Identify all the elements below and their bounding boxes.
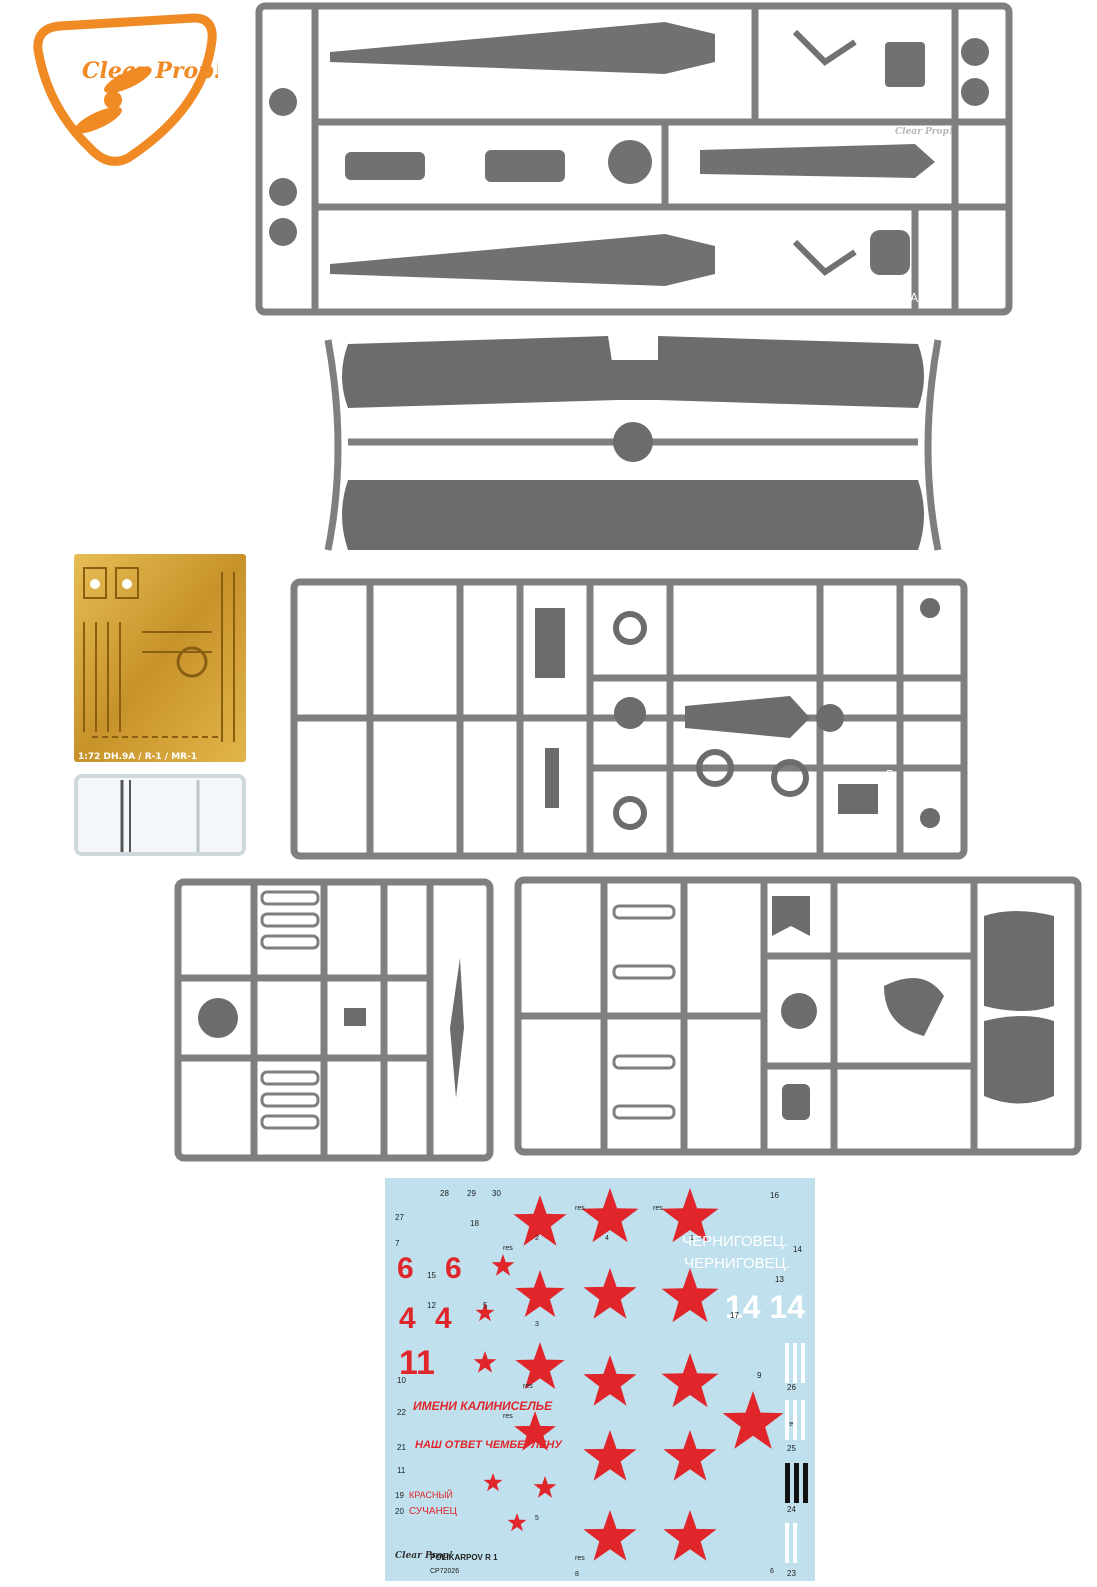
decal-num-18: 18 bbox=[470, 1219, 479, 1228]
etch-caption: 1:72 DH.9A / R-1 / MR-1 bbox=[78, 752, 197, 762]
decal-sheet: 28 29 30 27 18 7 15 12 5 10 22 21 11 19 … bbox=[385, 1178, 815, 1581]
white-text-chernigovets-1: ЧЕРНИГОВЕЦ. bbox=[682, 1233, 788, 1250]
clear-prop-logo: Clear Prop! bbox=[18, 8, 218, 168]
decal-num-17: 17 bbox=[730, 1311, 739, 1320]
decal-num-8: 8 bbox=[575, 1571, 579, 1578]
red-star-decal bbox=[473, 1351, 497, 1373]
decal-num-5: 5 bbox=[483, 1301, 488, 1310]
decal-brand: Clear Prop! bbox=[395, 1551, 453, 1561]
red-star-decal bbox=[533, 1476, 557, 1498]
red-star-decal bbox=[513, 1195, 567, 1246]
red-star-decal bbox=[583, 1268, 637, 1319]
red-star-decal bbox=[483, 1473, 503, 1492]
decal-num-26: 26 bbox=[787, 1383, 796, 1392]
white-numbers-14: 14 14 bbox=[725, 1289, 805, 1325]
decal-num-13: 13 bbox=[775, 1275, 784, 1284]
red-star-decal bbox=[663, 1510, 717, 1561]
red-star-decal bbox=[661, 1268, 719, 1323]
decal-num-23: 23 bbox=[787, 1569, 796, 1578]
decal-num-27: 27 bbox=[395, 1213, 404, 1222]
decal-num-3: 3 bbox=[535, 1321, 539, 1328]
res-label: res bbox=[503, 1413, 513, 1420]
red-number-11: 11 bbox=[399, 1344, 435, 1382]
clear-sprue bbox=[72, 772, 248, 858]
red-star-decal bbox=[491, 1254, 515, 1276]
decal-num-21: 21 bbox=[397, 1443, 406, 1452]
sprue-c: C bbox=[318, 330, 948, 560]
decal-code: CP72026 bbox=[430, 1568, 459, 1575]
decal-num-5b: 5 bbox=[535, 1515, 539, 1522]
sprue-e: E bbox=[514, 876, 1082, 1156]
red-number-6-left: 6 bbox=[397, 1252, 414, 1285]
decal-num-2: 2 bbox=[535, 1235, 539, 1242]
decal-num-10: 10 bbox=[397, 1376, 406, 1385]
sprue-label-d: D bbox=[886, 768, 894, 781]
red-star-decal bbox=[507, 1513, 527, 1532]
red-star-decal bbox=[581, 1188, 639, 1243]
decal-num-15: 15 bbox=[427, 1271, 436, 1280]
red-star-decal bbox=[661, 1353, 719, 1408]
res-label: res bbox=[523, 1383, 533, 1390]
red-star-decal bbox=[515, 1270, 565, 1317]
red-number-4-right: 4 bbox=[435, 1302, 452, 1335]
decal-num-1: 1 bbox=[690, 1235, 694, 1242]
logo-text: Clear Prop! bbox=[82, 58, 218, 84]
red-star-decal bbox=[515, 1342, 565, 1389]
red-star-decal bbox=[722, 1391, 784, 1449]
decal-model-name: POLIKARPOV R 1 bbox=[430, 1553, 498, 1562]
white-text-chernigovets-2: ЧЕРНИГОВЕЦ. bbox=[684, 1255, 790, 1272]
red-star-decal bbox=[663, 1430, 717, 1481]
res-label: res bbox=[575, 1205, 585, 1212]
decal-num-6: 6 bbox=[770, 1568, 774, 1575]
decal-num-28: 28 bbox=[440, 1189, 449, 1198]
decal-num-29: 29 bbox=[467, 1189, 476, 1198]
red-star-decal bbox=[583, 1510, 637, 1561]
decal-num-30: 30 bbox=[492, 1189, 501, 1198]
sprue-label-a: A bbox=[910, 291, 919, 305]
decal-num-9: 9 bbox=[757, 1371, 762, 1380]
slogan-imeni: ИМЕНИ КАЛИНИСЕЛЬЕ bbox=[413, 1399, 553, 1413]
res-label: res bbox=[653, 1205, 663, 1212]
decal-num-19: 19 bbox=[395, 1491, 404, 1500]
red-number-4-left: 4 bbox=[399, 1302, 416, 1335]
decal-num-11: 11 bbox=[397, 1466, 406, 1475]
sprue-label-e: E bbox=[982, 884, 989, 897]
decal-num-24: 24 bbox=[787, 1505, 796, 1514]
res-label: res bbox=[787, 1421, 797, 1428]
sprue-b: B bbox=[174, 878, 494, 1162]
sprue-label-b: B bbox=[412, 988, 420, 1001]
black-stripes bbox=[785, 1463, 808, 1503]
red-star-decal bbox=[583, 1430, 637, 1481]
decal-num-12: 12 bbox=[427, 1301, 436, 1310]
white-stripes bbox=[785, 1343, 805, 1563]
red-stars bbox=[473, 1188, 784, 1561]
res-label: res bbox=[575, 1555, 585, 1562]
decal-num-20: 20 bbox=[395, 1507, 404, 1516]
red-star-decal bbox=[514, 1411, 556, 1451]
sprue-label-c: C bbox=[758, 446, 766, 459]
sprue-d: D bbox=[290, 578, 970, 860]
decal-num-25: 25 bbox=[787, 1444, 796, 1453]
decal-num-7: 7 bbox=[395, 1239, 400, 1248]
red-star-decal bbox=[583, 1355, 637, 1406]
res-label: res bbox=[503, 1245, 513, 1252]
photo-etch-fret: 1:72 DH.9A / R-1 / MR-1 bbox=[72, 552, 248, 764]
text-krasny: КРАСНЫЙ bbox=[409, 1489, 453, 1500]
decal-num-22: 22 bbox=[397, 1408, 406, 1417]
red-number-6-right: 6 bbox=[445, 1252, 462, 1285]
sprue-brand-mark: Clear Prop! bbox=[895, 127, 953, 137]
decal-num-4: 4 bbox=[605, 1235, 609, 1242]
decal-num-14: 14 bbox=[793, 1245, 802, 1254]
slogan-nash-otvet: НАШ ОТВЕТ ЧЕМБЕРЛЕНУ bbox=[415, 1439, 563, 1451]
red-star-decal bbox=[661, 1188, 719, 1243]
text-suchanets: СУЧАНЕЦ bbox=[409, 1506, 457, 1517]
red-star-decal bbox=[475, 1303, 495, 1322]
decal-num-16: 16 bbox=[770, 1191, 779, 1200]
sprue-a: A Clear Prop! bbox=[255, 2, 1015, 318]
